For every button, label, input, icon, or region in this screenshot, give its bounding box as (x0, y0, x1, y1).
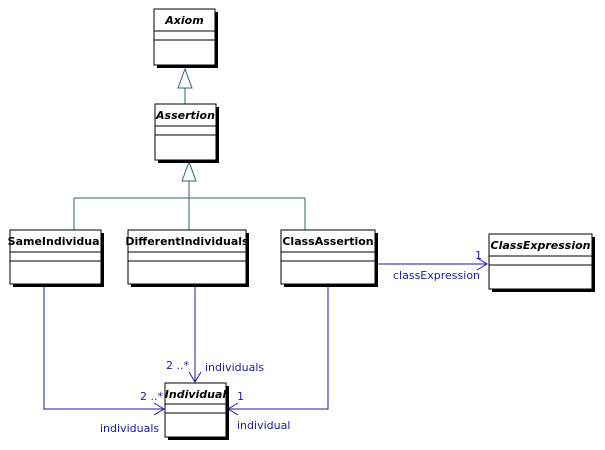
class-individual[interactable]: Individual (164, 382, 229, 440)
class-class-assertion-box (280, 229, 376, 285)
class-class-assertion[interactable]: ClassAssertion (280, 229, 378, 287)
different-individuals-role-label: individuals (205, 361, 264, 374)
class-different-individuals[interactable]: DifferentIndividuals (125, 229, 249, 287)
class-individual-name: Individual (165, 388, 227, 401)
axiom-generalization-arrowhead (177, 67, 193, 89)
class-same-individual-name: SameIndividual (8, 235, 104, 248)
class-class-expression[interactable]: ClassExpression (488, 233, 595, 292)
generalization-edges (73, 67, 306, 230)
class-class-expression-name: ClassExpression (491, 239, 591, 252)
class-assertion-box (154, 103, 217, 161)
same-individual-multiplicity: 2 ..* (140, 390, 163, 403)
class-assertion-multiplicity: 1 (237, 390, 244, 403)
class-axiom-name: Axiom (164, 14, 203, 27)
class-class-expression-box (488, 233, 593, 290)
class-assertion-to-individual-line (229, 286, 329, 410)
class-individual-box (164, 382, 227, 438)
class-different-individuals-name: DifferentIndividuals (125, 235, 249, 248)
class-axiom-box (153, 8, 216, 66)
class-assertion[interactable]: Assertion (154, 103, 219, 163)
association-labels: 1 classExpression 2 ..* individuals 2 ..… (100, 249, 482, 435)
class-same-individual-box (9, 229, 102, 285)
same-individual-to-individual-line (43, 286, 163, 410)
class-axiom[interactable]: Axiom (153, 8, 218, 68)
same-individual-open-arrow (153, 402, 165, 416)
class-different-individuals-box (127, 229, 247, 285)
class-assertion-name: Assertion (155, 109, 215, 122)
same-individual-role-label: individuals (100, 422, 159, 435)
class-class-assertion-name: ClassAssertion (282, 235, 373, 248)
different-individuals-multiplicity: 2 ..* (166, 359, 189, 372)
different-individuals-open-arrow (188, 371, 202, 383)
class-expression-role-label: classExpression (393, 269, 480, 282)
class-same-individual[interactable]: SameIndividual (8, 229, 104, 287)
class-expression-open-arrow (476, 257, 488, 271)
assertion-generalization-arrowhead (181, 160, 197, 182)
class-assertion-role-label: individual (237, 419, 290, 432)
class-expression-multiplicity: 1 (475, 249, 482, 262)
